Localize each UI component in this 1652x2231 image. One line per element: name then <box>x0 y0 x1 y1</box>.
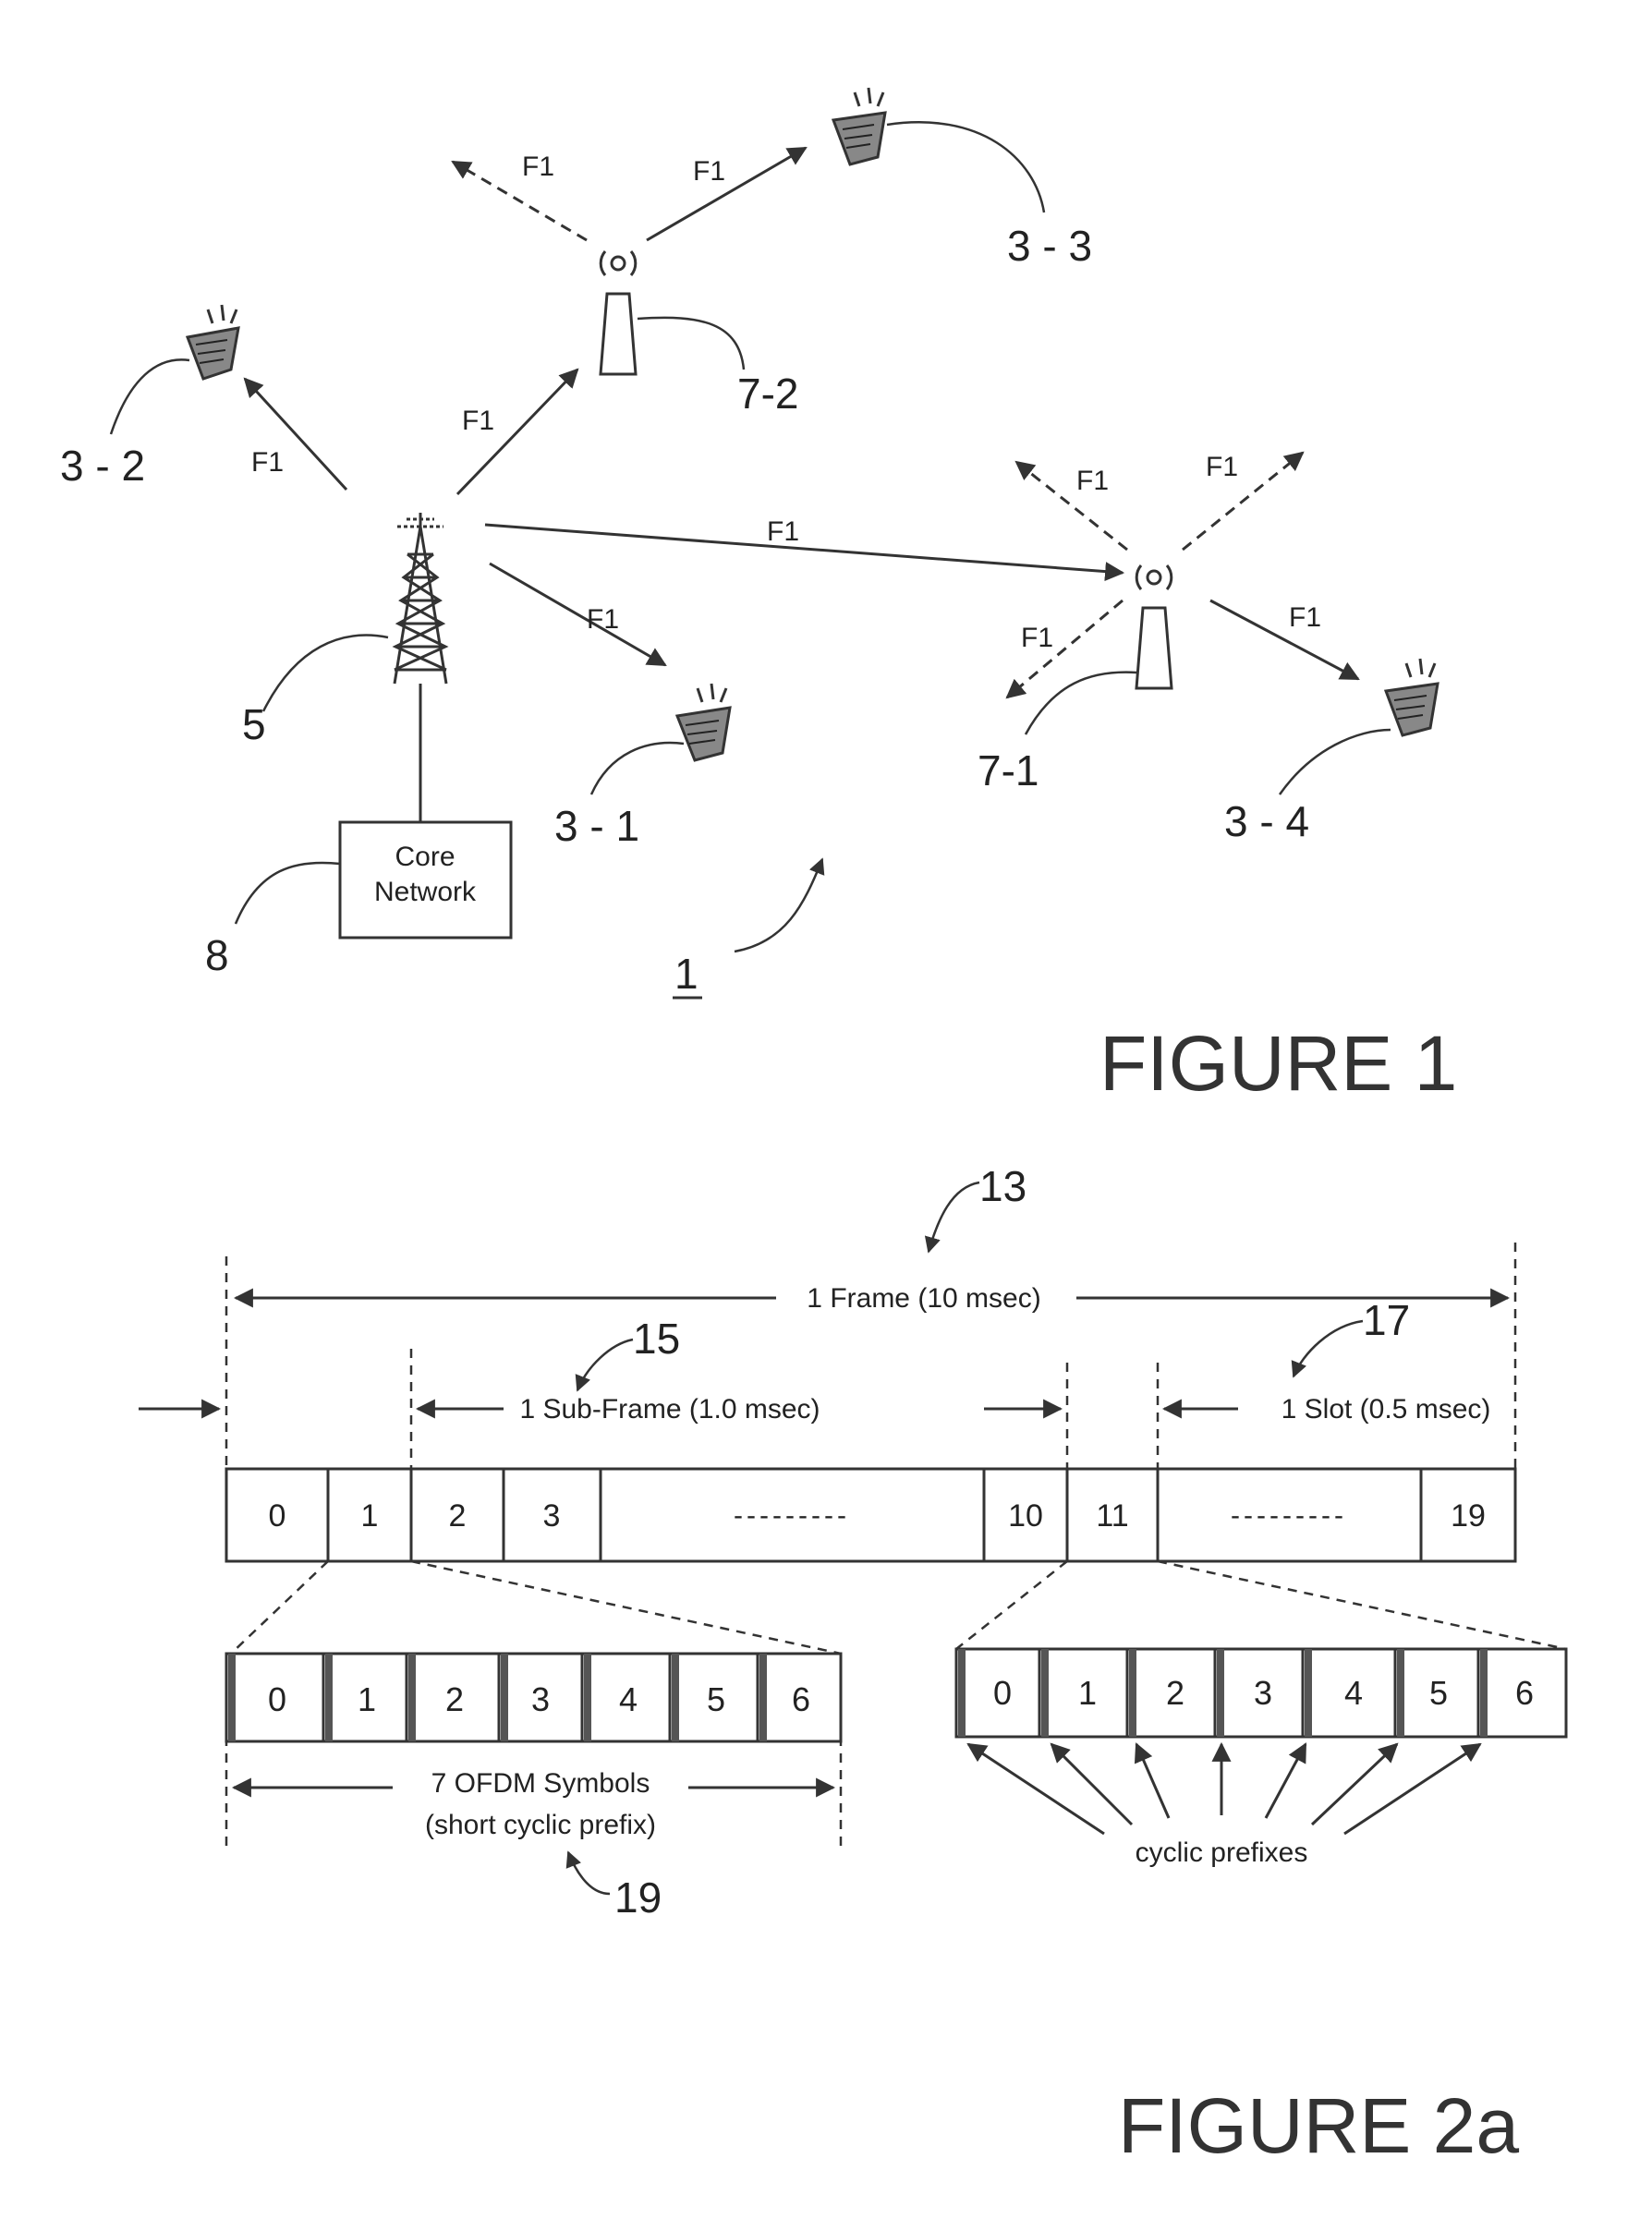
ue-3-2-leader-line <box>111 359 189 434</box>
symbol-cell: 3 <box>531 1680 550 1718</box>
ue-ref-3-3: 3 - 3 <box>1007 222 1092 270</box>
ue-3-1-leader-line <box>591 743 684 794</box>
user-equipment-3-4-icon <box>1386 659 1438 735</box>
link-bs-to-relay-7-1 <box>485 525 1123 573</box>
symbol-cell: 3 <box>1254 1674 1272 1712</box>
symbol-cell: 5 <box>1429 1674 1448 1712</box>
zoom-lines <box>231 1561 1566 1654</box>
user-equipment-3-2-icon <box>188 305 238 379</box>
slot-cell: 3 <box>543 1498 561 1534</box>
system-ref-arrow <box>735 859 822 952</box>
slot-cell: 11 <box>1096 1498 1128 1534</box>
symbol-cell: 4 <box>1344 1674 1363 1712</box>
relay-node-7-1-icon <box>1136 565 1172 688</box>
f1-label: F1 <box>462 406 494 436</box>
frame-ref-arrow <box>929 1182 979 1252</box>
relay-7-2-leader-line <box>638 318 744 370</box>
subframe-ref-arrow <box>577 1340 633 1390</box>
slot-ellipsis: --------- <box>1231 1500 1347 1531</box>
symbol-cell: 1 <box>358 1680 376 1718</box>
slot-cell: 19 <box>1451 1498 1486 1534</box>
symbols-label-line1: 7 OFDM Symbols <box>431 1768 650 1799</box>
f1-label: F1 <box>1021 623 1053 653</box>
symbol-cell: 0 <box>268 1680 286 1718</box>
core-network-ref: 8 <box>205 931 229 979</box>
f1-label: F1 <box>767 516 799 547</box>
slot-label: 1 Slot (0.5 msec) <box>1282 1394 1491 1425</box>
link-bs-to-ue-3-1 <box>490 564 665 665</box>
f1-label: F1 <box>1206 452 1238 482</box>
relay-7-1-leader-line <box>1026 673 1136 734</box>
f1-label: F1 <box>251 447 284 478</box>
core-network-leader-line <box>236 863 340 924</box>
core-network-line1: Core <box>395 842 455 872</box>
symbol-cell: 5 <box>707 1680 725 1718</box>
slot-cell: 10 <box>1008 1498 1043 1534</box>
slot-cell: 0 <box>269 1498 286 1534</box>
symbols-label-line2: (short cyclic prefix) <box>425 1810 656 1840</box>
relay-ref-7-2: 7-2 <box>737 370 798 418</box>
symbol-cell: 6 <box>792 1680 810 1718</box>
base-station-leader-line <box>263 636 388 711</box>
slot-ref: 17 <box>1363 1296 1410 1344</box>
slot-ref-arrow <box>1294 1321 1363 1376</box>
ue-3-4-leader-line <box>1280 730 1391 794</box>
dashed-link-relay-7-1-nw <box>1016 462 1127 550</box>
f1-label: F1 <box>1076 466 1109 496</box>
figure-2a: 13 1 Frame (10 msec) 15 1 Sub-Frame (1.0… <box>139 1162 1566 2169</box>
ue-ref-3-1: 3 - 1 <box>554 802 639 850</box>
f1-label: F1 <box>693 156 725 187</box>
base-station-tower-icon <box>395 513 446 822</box>
ue-ref-3-4: 3 - 4 <box>1224 797 1309 845</box>
frame-label: 1 Frame (10 msec) <box>807 1283 1040 1314</box>
f1-label: F1 <box>522 152 554 182</box>
symbol-cell: 1 <box>1078 1674 1097 1712</box>
dashed-link-relay-7-1-ne <box>1183 453 1303 550</box>
symbols-ref-arrow <box>568 1852 610 1894</box>
frame-ref: 13 <box>979 1162 1026 1210</box>
link-relay-7-2-to-ue-3-3 <box>647 148 806 240</box>
figure-1-title: FIGURE 1 <box>1099 1020 1457 1107</box>
symbols-ref: 19 <box>614 1873 662 1922</box>
system-ref: 1 <box>674 950 698 998</box>
user-equipment-3-1-icon <box>677 684 730 760</box>
guide-lines <box>226 1243 1515 1848</box>
core-network-line2: Network <box>374 877 477 907</box>
subframe-ref: 15 <box>633 1315 680 1363</box>
symbol-cell: 6 <box>1515 1674 1534 1712</box>
slot-ellipsis: --------- <box>734 1500 850 1531</box>
figure-2a-title: FIGURE 2a <box>1118 2082 1519 2169</box>
relay-node-7-2-icon <box>601 251 636 374</box>
dashed-link-relay-7-2 <box>453 162 587 240</box>
slot-cell: 1 <box>361 1498 379 1534</box>
f1-label: F1 <box>1289 602 1321 633</box>
symbol-cell: 2 <box>445 1680 464 1718</box>
ue-3-3-leader-line <box>887 122 1044 212</box>
symbol-cell: 2 <box>1166 1674 1184 1712</box>
relay-ref-7-1: 7-1 <box>978 746 1039 794</box>
user-equipment-3-3-icon <box>833 88 885 164</box>
f1-label: F1 <box>587 604 619 635</box>
link-relay-7-1-to-ue-3-4 <box>1210 600 1358 679</box>
cyclic-prefixes-label: cyclic prefixes <box>1136 1837 1308 1868</box>
figure-1: 5 Core Network 8 7-2 7-1 3 - 3 <box>60 88 1457 1107</box>
slot-cell: 2 <box>449 1498 467 1534</box>
symbol-cell: 0 <box>993 1674 1012 1712</box>
symbol-cell: 4 <box>619 1680 638 1718</box>
cyclic-prefix-arrows <box>968 1744 1480 1834</box>
subframe-label: 1 Sub-Frame (1.0 msec) <box>519 1394 820 1425</box>
base-station-ref: 5 <box>242 700 266 748</box>
ue-ref-3-2: 3 - 2 <box>60 442 145 490</box>
